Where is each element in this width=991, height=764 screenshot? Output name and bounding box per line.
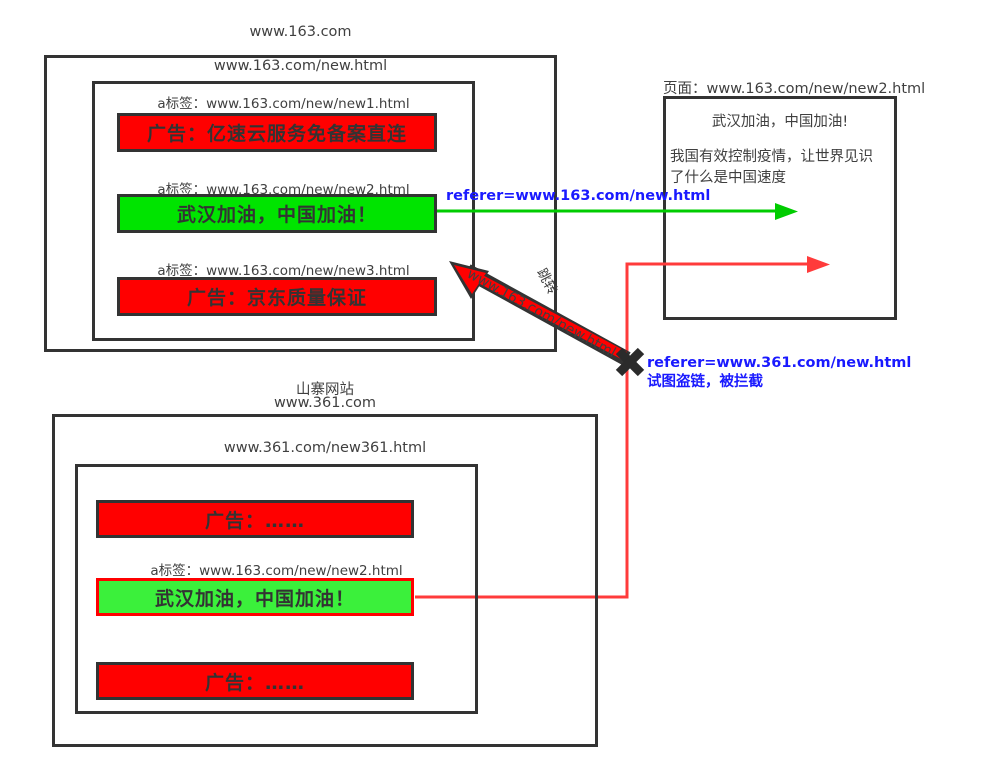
fake-site-title-line2: www.361.com: [273, 395, 377, 411]
site163-link-label-3: a标签：www.163.com/new/new3.html: [157, 263, 410, 279]
target-page-caption: 页面：www.163.com/new/new2.html: [663, 81, 926, 97]
allowed-arrow: [437, 203, 798, 220]
site163-banner-ad-1[interactable]: 广告：亿速云服务免备案直连: [117, 113, 437, 152]
site163-page-url: www.163.com/new.html: [213, 58, 388, 74]
site163-outer-frame: [44, 55, 557, 352]
jump-arrow: [449, 261, 631, 366]
site163-title: www.163.com: [249, 24, 352, 40]
fake-site-link-label-2: a标签：www.163.com/new/new2.html: [150, 563, 403, 579]
target-page-heading: 武汉加油，中国加油!: [711, 114, 849, 130]
fake-site-outer-frame: [52, 414, 598, 747]
fake-site-title-line1: 山寨网站: [296, 382, 354, 398]
fake-site-inner-frame: [75, 464, 478, 714]
site163-link-label-1: a标签：www.163.com/new/new1.html: [157, 96, 410, 112]
block-x-icon: [615, 347, 645, 377]
fake-site-banner-link-2[interactable]: 武汉加油，中国加油！: [96, 578, 414, 616]
site163-banner-link-2[interactable]: 武汉加油，中国加油！: [117, 194, 437, 233]
site163-banner-ad-3[interactable]: 广告：京东质量保证: [117, 277, 437, 316]
target-page-frame: [663, 96, 897, 320]
target-page-body: 我国有效控制疫情，让世界见识了什么是中国速度: [670, 149, 873, 186]
blocked-referer-line2: 试图盗链，被拦截: [647, 374, 763, 390]
blocked-path-line: [415, 256, 830, 599]
fake-site-page-url: www.361.com/new361.html: [223, 440, 427, 456]
allowed-referer-label: referer=www.163.com/new.html: [446, 188, 711, 204]
fake-site-banner-ad-1[interactable]: 广告：……: [96, 500, 414, 538]
blocked-referer-line1: referer=www.361.com/new.html: [647, 355, 912, 371]
fake-site-banner-ad-3[interactable]: 广告：……: [96, 662, 414, 700]
